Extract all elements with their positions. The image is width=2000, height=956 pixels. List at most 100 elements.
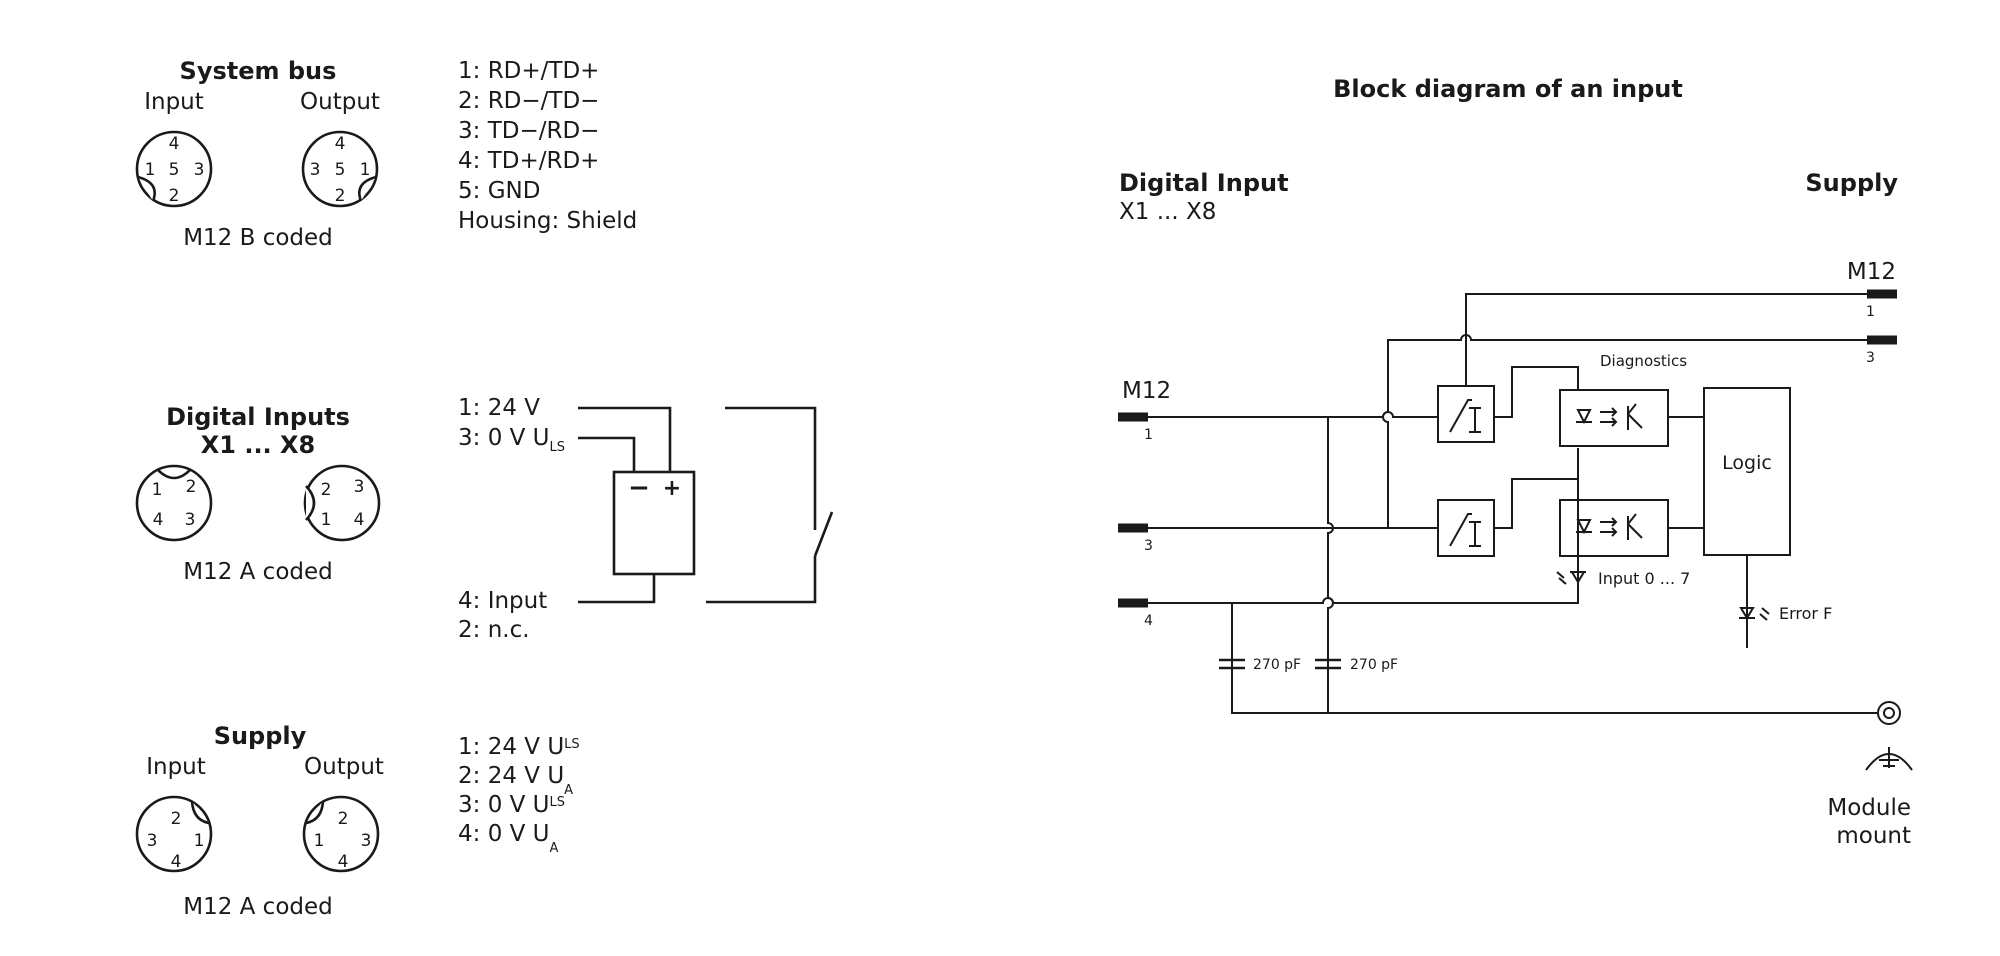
coding-notch [190,800,210,825]
pin-label: 2 [171,809,182,829]
pin-label: 3 [354,477,365,497]
ground-icon [1865,747,1913,771]
supply-input-label: Input [146,754,206,780]
supply-title: Supply [214,722,307,750]
pinout-line: 2: RD−/TD− [458,88,599,114]
bus-vertical [1327,417,1334,713]
pin-label: 1 [145,160,156,180]
input-led-label: Input 0 ... 7 [1598,569,1690,588]
supply-output-connector: 2 1 3 4 [302,795,380,873]
pin-label: 3 [310,160,321,180]
optocoupler-bottom [1559,499,1669,557]
pin-label: 4 [169,134,180,154]
diagnostics-label: Diagnostics [1600,352,1687,370]
pinout-line: 3: TD−/RD− [458,118,599,144]
pin4-label: 4: Input [458,588,547,614]
input-pin4: 4 [1144,613,1153,629]
coding-notch [157,469,191,480]
digital-inputs-title: Digital Inputs [166,403,350,431]
coding-notch [137,175,156,202]
pin-label: 4 [354,510,365,530]
digital-inputs-range: X1 ... X8 [201,431,315,459]
block-diagram-title: Block diagram of an input [1333,75,1683,103]
pin-label: 2 [169,186,180,206]
pin-label: 1 [321,510,332,530]
supply-section: Supply Input Output 2 3 1 4 2 1 3 4 M12 … [135,722,580,920]
supply-rail-3 [1382,334,1867,528]
supply-pin1: 1 [1866,304,1875,320]
digital-input-range: X1 ... X8 [1119,199,1216,225]
error-led-label: Error F [1779,604,1832,623]
pinout-line: 5: GND [458,178,540,204]
digital-input-title: Digital Input [1119,169,1289,197]
pin1-label: 1: 24 V [458,395,540,421]
module-mount-terminal [1877,701,1901,725]
coding-notch [305,800,325,825]
pinout-line: 3: 0 V ULS [458,792,565,818]
system-bus-section: System bus Input Output 4 1 5 3 2 4 3 5 … [135,57,637,251]
pin-label: 5 [335,160,346,180]
pin-label: 3 [147,831,158,851]
pin-label: 2 [321,480,332,500]
logic-label: Logic [1722,452,1772,474]
pin-label: 1 [194,831,205,851]
digital-inputs-coding: M12 A coded [183,559,333,585]
wire-pin1 [1148,411,1438,418]
pin-label: 4 [153,510,164,530]
pin-label: 2 [335,186,346,206]
module-mount-label: Module [1827,795,1911,821]
system-bus-title: System bus [180,57,337,85]
pinout-line: Housing: Shield [458,208,637,234]
cap1-label: 270 pF [1253,657,1301,673]
pinout-line: 2: 24 V UA [458,763,573,798]
wire-pin4 [1148,448,1579,604]
pin-label: 5 [169,160,180,180]
digital-inputs-connector-left: 1 2 4 3 [135,464,213,542]
sensor-plus: + [663,476,681,501]
supply-pin3: 3 [1866,350,1875,366]
supply-coding: M12 A coded [183,894,333,920]
filter-block-top [1437,385,1495,443]
supply-rail-1 [1465,293,1867,386]
pin-label: 2 [338,809,349,829]
pin-label: 4 [338,852,349,872]
system-bus-output-connector: 4 3 5 1 2 [301,130,379,208]
supply-output-label: Output [304,754,384,780]
input-pin3: 3 [1144,538,1153,554]
system-bus-input-label: Input [144,89,204,115]
filter-block-bottom [1437,499,1495,557]
m12-input-label: M12 [1122,378,1171,404]
pin-label: 1 [314,831,325,851]
error-led-icon [1739,607,1755,620]
system-bus-output-label: Output [300,89,380,115]
supply-input-connector: 2 3 1 4 [135,795,213,873]
system-bus-coding: M12 B coded [183,225,333,251]
pinout-line: 1: RD+/TD+ [458,58,599,84]
sensor-box [612,470,696,576]
supply-title-right: Supply [1805,169,1898,197]
digital-inputs-connector-right: 2 3 1 4 [303,464,381,542]
m12-supply-label: M12 [1847,259,1896,285]
coding-notch [305,485,316,521]
input-pin1: 1 [1144,427,1153,443]
sensor-minus: − [628,473,650,503]
block-diagram-section: Block diagram of an input Digital Input … [1118,75,1913,849]
switch-blade [813,511,834,557]
pin-label: 1 [360,160,371,180]
optocoupler-top [1559,389,1669,447]
cap2-label: 270 pF [1350,657,1398,673]
switch-contact [725,406,817,530]
pinout-line: 4: TD+/RD+ [458,148,599,174]
pin-label: 2 [186,477,197,497]
pin-label: 3 [185,510,196,530]
coding-notch [358,175,377,202]
pin-label: 3 [194,160,205,180]
digital-inputs-section: Digital Inputs X1 ... X8 1 2 4 3 2 3 1 4… [135,395,834,643]
pin-label: 4 [171,852,182,872]
system-bus-pinout: 1: RD+/TD+ 2: RD−/TD− 3: TD−/RD− 4: TD+/… [458,58,637,234]
pin2-label: 2: n.c. [458,617,530,643]
sensor-wiring: − + [578,406,834,604]
pin-label: 4 [335,134,346,154]
module-mount-label-2: mount [1836,823,1911,849]
